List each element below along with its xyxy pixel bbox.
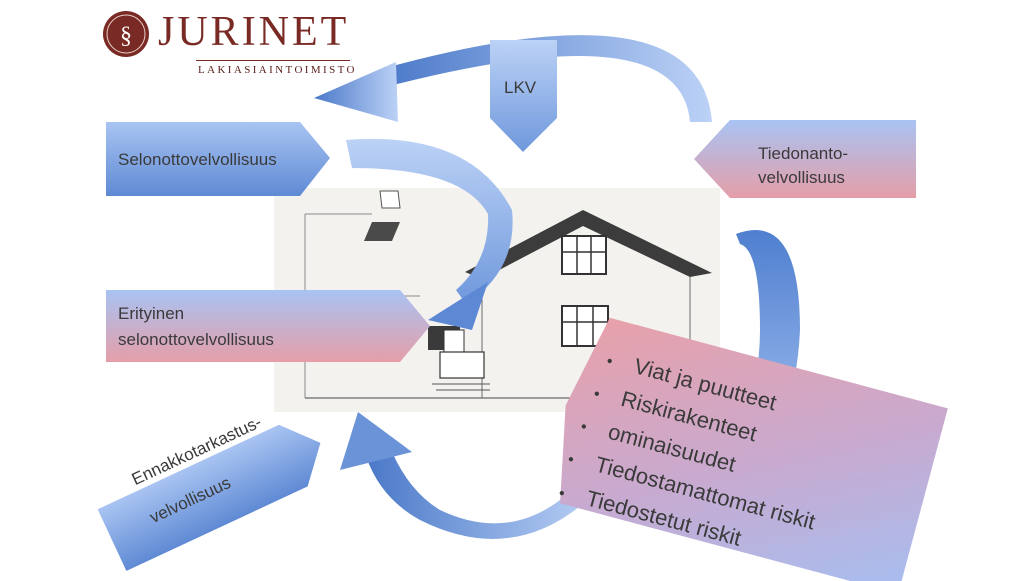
section-sign-icon: § <box>120 23 132 49</box>
logo-emblem: § <box>103 11 149 57</box>
lkv-label: LKV <box>504 78 537 97</box>
tiedonanto-label-1: Tiedonanto- <box>758 144 849 163</box>
ennakko-box <box>97 424 321 571</box>
lkv-arrow <box>490 40 557 152</box>
logo-wordmark: JURINET <box>158 9 350 55</box>
logo-subtitle: LAKIASIAINTOIMISTO <box>198 64 357 76</box>
erityinen-label-1: Erityinen <box>118 304 185 323</box>
bottom-cycle-arrow <box>340 412 600 539</box>
selonotto-box <box>106 122 330 196</box>
risk-box <box>560 317 948 581</box>
erityinen-box <box>106 290 430 362</box>
inner-curve-arrow <box>346 138 513 330</box>
logo-divider <box>196 60 350 61</box>
selonotto-label: Selonottovelvollisuus <box>118 150 277 169</box>
top-cycle-arrow <box>314 35 712 122</box>
tiedonanto-label-2: velvollisuus <box>758 168 845 187</box>
tiedonanto-box <box>694 120 916 198</box>
erityinen-label-2: selonottovelvollisuus <box>118 330 274 349</box>
